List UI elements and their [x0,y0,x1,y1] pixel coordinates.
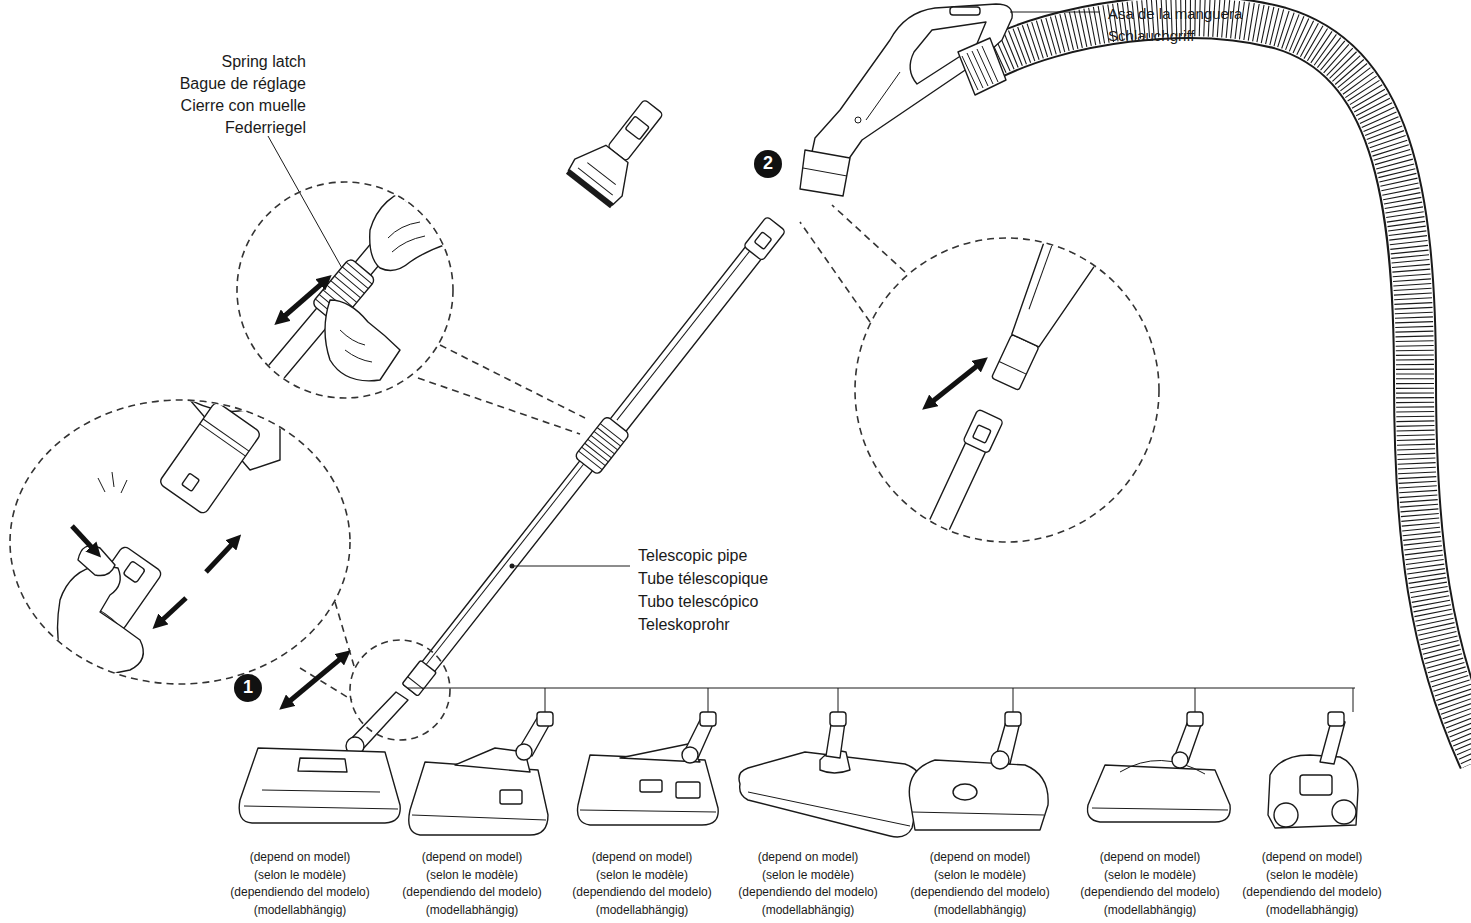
model-note: (selon le modèle) [254,869,346,882]
telescopic-pipe [398,214,788,699]
model-note: (dependiendo del modelo) [738,886,877,899]
model-note: (depend on model) [422,851,523,864]
accessory-bracket [408,688,1355,712]
model-note: (dependiendo del modelo) [1080,886,1219,899]
model-note: (depend on model) [1100,851,1201,864]
zoom-detail [800,192,1159,593]
model-note: (modellabhängig) [426,904,519,917]
part-label: Teleskoprohr [638,616,730,634]
part-label: Telescopic pipe [638,547,747,565]
floor-nozzle [409,712,553,835]
floor-nozzle [1268,712,1358,828]
callout-badge [234,150,782,702]
model-note: (depend on model) [250,851,351,864]
model-note: (modellabhängig) [596,904,689,917]
floor-nozzle [239,692,408,823]
model-note: (dependiendo del modelo) [402,886,541,899]
model-note: (selon le modèle) [1266,869,1358,882]
model-note: (modellabhängig) [1104,904,1197,917]
zoom-detail [10,400,450,740]
part-label: Spring latch [222,53,307,71]
model-note: (modellabhängig) [1266,904,1359,917]
floor-nozzle [739,712,921,837]
model-note: (dependiendo del modelo) [910,886,1049,899]
part-label: Tube télescopique [638,570,768,588]
model-note: (modellabhängig) [254,904,347,917]
model-note: (depend on model) [758,851,859,864]
model-note: (dependiendo del modelo) [230,886,369,899]
hose [985,17,1471,760]
model-note: (selon le modèle) [1104,869,1196,882]
accessory-tool [564,88,677,209]
model-note: (depend on model) [592,851,693,864]
model-note: (selon le modèle) [934,869,1026,882]
model-note: (selon le modèle) [426,869,518,882]
part-label: Asa de la manguera [1108,6,1242,23]
direction-arrow [285,655,345,705]
part-label: Cierre con muelle [181,97,306,115]
zoom-detail [223,149,585,434]
part-label: Bague de réglage [180,75,306,93]
part-label: Tubo telescópico [638,593,758,611]
leader-line [268,136,630,569]
model-note: (dependiendo del modelo) [1242,886,1381,899]
floor-nozzle [909,712,1048,830]
floor-nozzle [578,712,719,825]
model-note: (depend on model) [1262,851,1363,864]
model-note: (selon le modèle) [762,869,854,882]
part-label: Schlauchgriff [1108,28,1194,45]
callout-number: 1 [243,678,253,698]
model-note: (modellabhängig) [762,904,855,917]
callout-number: 2 [763,154,773,174]
model-note: (depend on model) [930,851,1031,864]
leader-line [1010,12,1100,13]
model-note: (selon le modèle) [596,869,688,882]
part-label: Federriegel [225,119,306,137]
floor-nozzle [1088,712,1231,822]
hose-handle [800,4,1012,196]
model-note: (modellabhängig) [934,904,1027,917]
model-note: (dependiendo del modelo) [572,886,711,899]
